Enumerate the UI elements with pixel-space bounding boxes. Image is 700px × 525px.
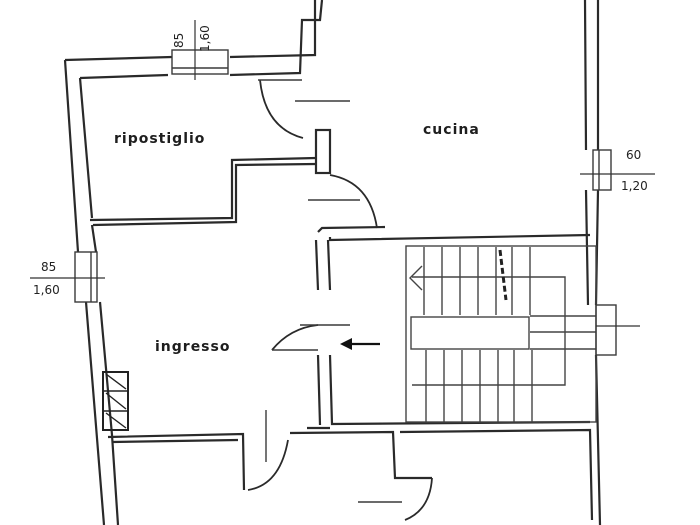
window-right-height: 1,20 (621, 179, 648, 193)
window-left-height: 1,60 (33, 283, 60, 297)
doors (247, 79, 433, 521)
staircase (405, 245, 640, 423)
room-label-cucina: cucina (423, 122, 480, 138)
room-label-ingresso: ingresso (155, 339, 231, 355)
window-top-height: 1,60 (198, 25, 212, 52)
stair-treads-upper (423, 247, 531, 315)
interior-walls (89, 128, 594, 521)
window-left (30, 251, 105, 303)
window-right-width: 60 (626, 148, 642, 162)
chimney-flue-icon (102, 371, 129, 431)
window-right (580, 149, 655, 191)
window-top (171, 20, 229, 80)
window-top-width: 85 (172, 32, 186, 48)
room-label-ripostiglio: ripostiglio (114, 131, 206, 147)
stair-treads-lower (425, 350, 533, 422)
entrance-arrow-icon (340, 338, 380, 350)
outer-walls (63, 0, 602, 525)
window-left-width: 85 (41, 260, 57, 274)
